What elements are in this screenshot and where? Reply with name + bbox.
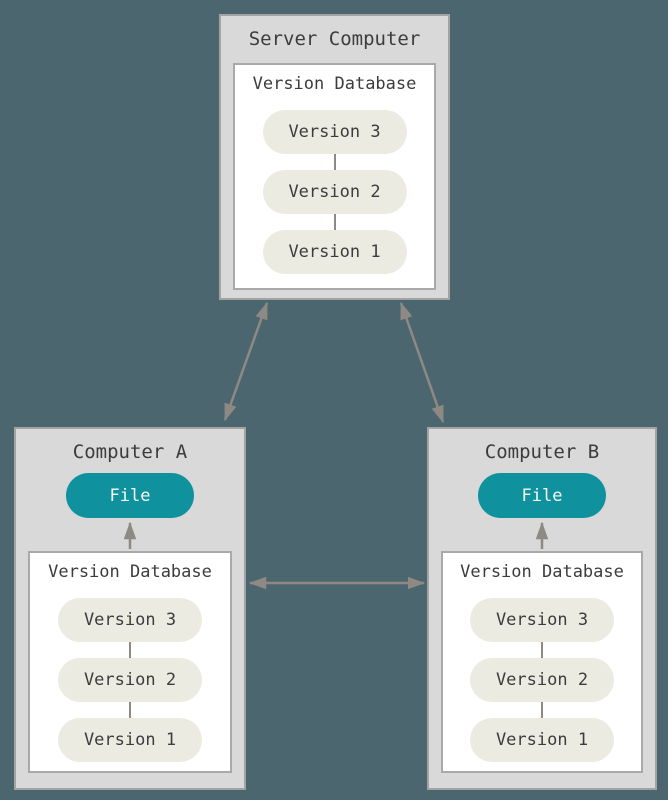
version-connector-line — [333, 214, 336, 230]
computer-b-version-3-pill: Version 3 — [470, 598, 614, 642]
arrow-server-to-computer-b — [399, 301, 445, 424]
version-connector-line — [129, 642, 131, 658]
computer-b-version-1-pill: Version 1 — [470, 718, 614, 762]
version-connector-line — [333, 154, 336, 170]
computer-a-version-1-pill: Version 1 — [58, 718, 202, 762]
arrow-server-to-computer-a — [223, 301, 269, 422]
computer-a-box: Computer A File Version Database Version… — [14, 427, 246, 790]
computer-b-version-database-title: Version Database — [460, 562, 624, 582]
computer-a-file-pill: File — [66, 473, 194, 518]
computer-b-title: Computer B — [484, 441, 600, 463]
server-computer-box: Server Computer Version Database Version… — [219, 14, 450, 300]
server-version-database-title: Version Database — [252, 74, 417, 94]
computer-b-box: Computer B File Version Database Version… — [427, 427, 657, 790]
server-version-1-pill: Version 1 — [262, 230, 407, 274]
version-connector-line — [541, 702, 543, 718]
computer-a-version-database-title: Version Database — [48, 562, 212, 582]
computer-b-version-database-panel: Version Database Version 3 Version 2 Ver… — [441, 551, 643, 773]
version-connector-line — [541, 642, 543, 658]
computer-a-version-3-pill: Version 3 — [58, 598, 202, 642]
computer-a-version-2-pill: Version 2 — [58, 658, 202, 702]
computer-a-title: Computer A — [72, 441, 188, 463]
server-version-2-pill: Version 2 — [262, 170, 407, 214]
computer-a-version-database-panel: Version Database Version 3 Version 2 Ver… — [28, 551, 232, 773]
computer-b-version-2-pill: Version 2 — [470, 658, 614, 702]
server-version-3-pill: Version 3 — [262, 110, 407, 154]
server-computer-title: Server Computer — [248, 28, 421, 50]
version-connector-line — [129, 702, 131, 718]
server-version-database-panel: Version Database Version 3 Version 2 Ver… — [233, 63, 436, 290]
computer-b-file-pill: File — [478, 473, 606, 518]
